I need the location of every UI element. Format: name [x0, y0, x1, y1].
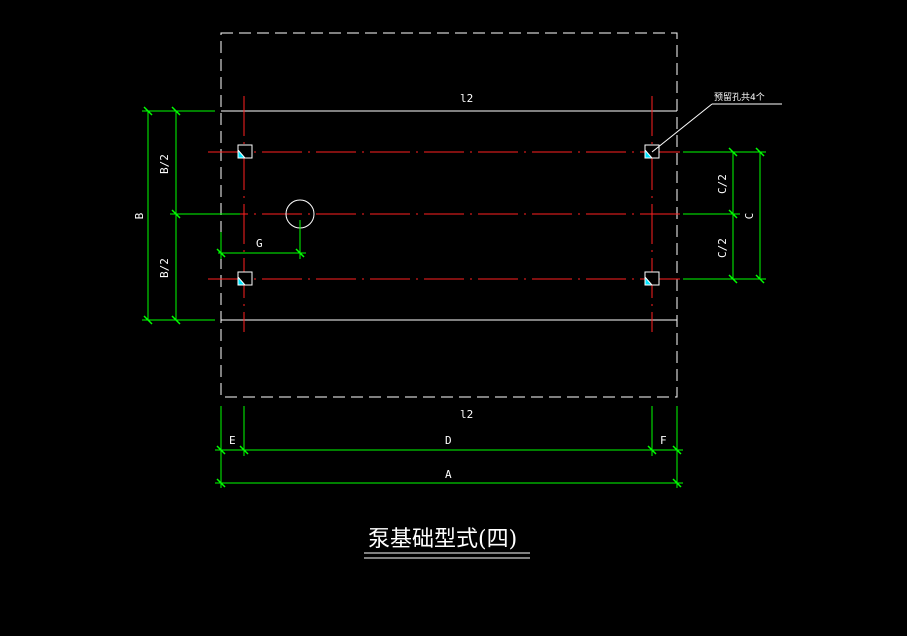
label-E: E	[229, 434, 236, 447]
label-l2-top: l2	[460, 92, 473, 105]
label-F: F	[660, 434, 667, 447]
dimension-ticks	[143, 106, 765, 488]
label-C: C	[743, 213, 756, 220]
label-D: D	[445, 434, 452, 447]
label-C-half-bottom: C/2	[716, 238, 729, 258]
note-text: 预留孔共4个	[714, 91, 765, 103]
foundation-outline-dashed	[220, 32, 678, 398]
centerlines	[208, 96, 690, 332]
label-A: A	[445, 468, 452, 481]
label-B-half-bottom: B/2	[158, 258, 171, 278]
note-leader	[651, 103, 782, 153]
drawing-title: 泵基础型式(四)	[368, 527, 517, 552]
anchor-holes	[237, 144, 660, 286]
label-B-half-top: B/2	[158, 154, 171, 174]
label-G: G	[256, 237, 263, 250]
label-C-half-top: C/2	[716, 174, 729, 194]
dimension-lines	[142, 110, 766, 488]
label-B: B	[133, 212, 146, 219]
label-l2-bottom: l2	[460, 408, 473, 421]
